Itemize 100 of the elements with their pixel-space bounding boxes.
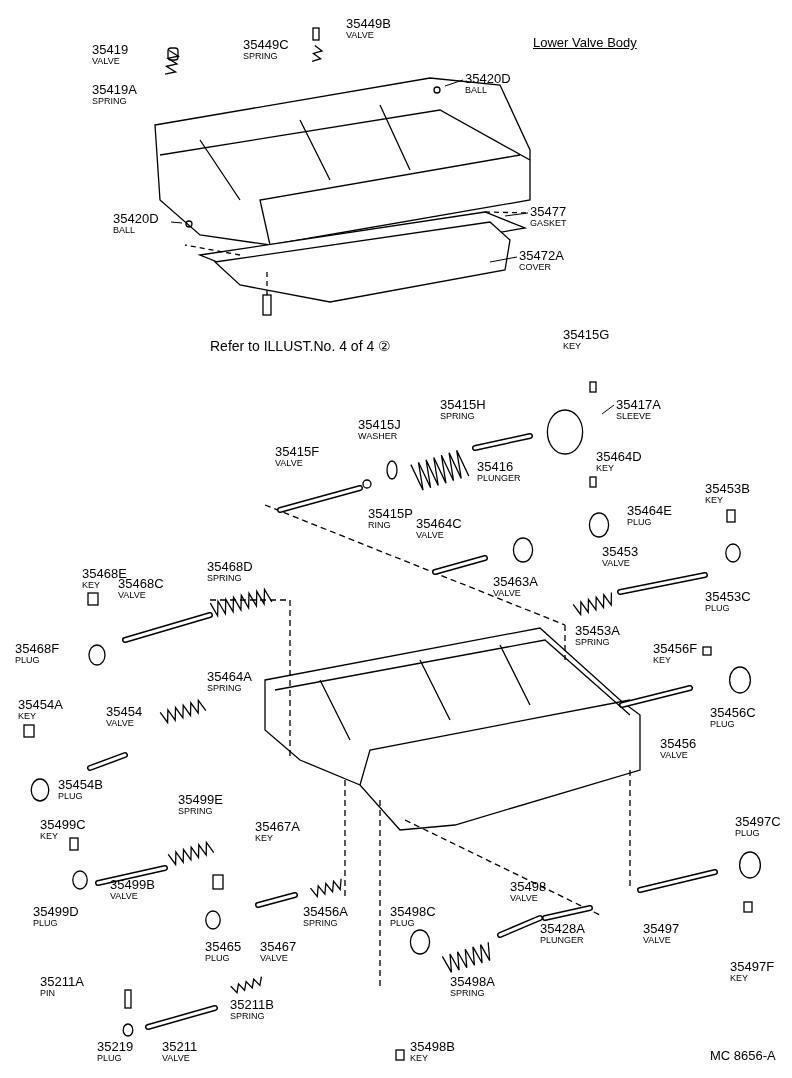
part-name: KEY — [18, 712, 37, 721]
part-number: 35415F — [275, 445, 320, 458]
part-name: PLUG — [33, 919, 59, 928]
part-number: 35472A — [519, 249, 564, 262]
part-number: 35464E — [627, 504, 672, 517]
part-name: SPRING — [207, 684, 243, 693]
part-number: 35497F — [730, 960, 775, 973]
part-name: PLUNGER — [540, 936, 585, 945]
part-name: PIN — [40, 989, 56, 998]
part-name: VALVE — [162, 1054, 191, 1063]
part-name: PLUG — [58, 792, 84, 801]
part-name: VALVE — [118, 591, 147, 600]
part-name: PLUG — [735, 829, 761, 838]
part-name: SPRING — [230, 1012, 266, 1021]
part-number: 35211B — [230, 998, 274, 1011]
part-name: VALVE — [260, 954, 289, 963]
part-number: 35453A — [575, 624, 620, 637]
part-name: KEY — [40, 832, 59, 841]
part-number: 35211 — [162, 1040, 198, 1053]
part-number: 35468F — [15, 642, 60, 655]
part-number: 35415P — [368, 507, 413, 520]
part-number: 35477 — [530, 205, 567, 218]
part-name: PLUG — [97, 1054, 123, 1063]
part-number: 35420D — [465, 72, 511, 85]
part-name: PLUNGER — [477, 474, 521, 483]
part-name: SPRING — [575, 638, 611, 647]
part-number: 35499E — [178, 793, 223, 806]
part-number: 35498 — [510, 880, 547, 893]
reference-note: Refer to ILLUST.No. 4 of 4 ② — [210, 338, 393, 356]
part-number: 35499C — [40, 818, 86, 831]
part-name: KEY — [563, 342, 582, 351]
part-number: 35468D — [207, 560, 253, 573]
leader-line — [444, 79, 464, 87]
part-number: 35463A — [493, 575, 538, 588]
part-number: 35454 — [106, 705, 143, 718]
part-name: VALVE — [602, 559, 631, 568]
part-name: VALVE — [416, 531, 445, 540]
part-name: SLEEVE — [616, 412, 653, 421]
part-number: 35456F — [653, 642, 698, 655]
part-name: RING — [368, 521, 392, 530]
part-number: 35419 — [92, 43, 129, 56]
part-number: 35467A — [255, 820, 300, 833]
part-name: PLUG — [710, 720, 736, 729]
part-number: 35415J — [358, 418, 401, 431]
part-name: KEY — [255, 834, 274, 843]
part-name: SPRING — [450, 989, 486, 998]
part-number: 35498C — [390, 905, 436, 918]
part-name: VALVE — [493, 589, 522, 598]
part-number: 35416 — [477, 460, 515, 473]
part-name: PLUG — [15, 656, 41, 665]
part-number: 35417A — [616, 398, 661, 411]
part-number: 35449C — [243, 38, 289, 51]
part-name: VALVE — [346, 31, 375, 40]
leader-line — [170, 221, 183, 224]
part-number: 35465 — [205, 940, 242, 953]
part-name: VALVE — [110, 892, 139, 901]
part-number: 35464D — [596, 450, 642, 463]
part-name: KEY — [653, 656, 672, 665]
part-name: KEY — [705, 496, 724, 505]
part-name: SPRING — [303, 919, 339, 928]
leader-line — [601, 404, 615, 415]
part-number: 35449B — [346, 17, 391, 30]
part-name: KEY — [730, 974, 749, 983]
part-name: SPRING — [243, 52, 279, 61]
part-number: 35420D — [113, 212, 159, 225]
part-number: 35428A — [540, 922, 585, 935]
part-number: 35211A — [40, 975, 84, 988]
part-name: KEY — [410, 1054, 429, 1063]
leader-line — [489, 256, 518, 263]
part-name: WASHER — [358, 432, 399, 441]
part-name: VALVE — [660, 751, 689, 760]
part-name: VALVE — [106, 719, 135, 728]
part-number: 35415H — [440, 398, 486, 411]
part-name: VALVE — [510, 894, 539, 903]
part-name: PLUG — [705, 604, 731, 613]
part-name: VALVE — [92, 57, 121, 66]
part-name: BALL — [113, 226, 137, 235]
part-name: PLUG — [390, 919, 416, 928]
part-name: COVER — [519, 263, 552, 272]
part-number: 35498A — [450, 975, 495, 988]
section-title: Lower Valve Body — [533, 34, 637, 52]
part-number: 35456 — [660, 737, 697, 750]
part-name: SPRING — [92, 97, 128, 106]
part-name: SPRING — [178, 807, 214, 816]
part-name: GASKET — [530, 219, 567, 228]
part-number: 35454A — [18, 698, 63, 711]
part-number: 35464C — [416, 517, 462, 530]
figure-code: MC 8656-A — [710, 1047, 776, 1065]
part-number: 35499B — [110, 878, 155, 891]
part-name: VALVE — [275, 459, 304, 468]
part-number: 35219 — [97, 1040, 134, 1053]
part-number: 35497C — [735, 815, 781, 828]
part-number: 35453 — [602, 545, 639, 558]
part-number: 35467 — [260, 940, 297, 953]
part-number: 35464A — [207, 670, 252, 683]
leader-line — [504, 212, 529, 217]
part-number: 35415G — [563, 328, 610, 341]
part-number: 35456C — [710, 706, 756, 719]
part-name: SPRING — [207, 574, 243, 583]
part-name: PLUG — [627, 518, 653, 527]
